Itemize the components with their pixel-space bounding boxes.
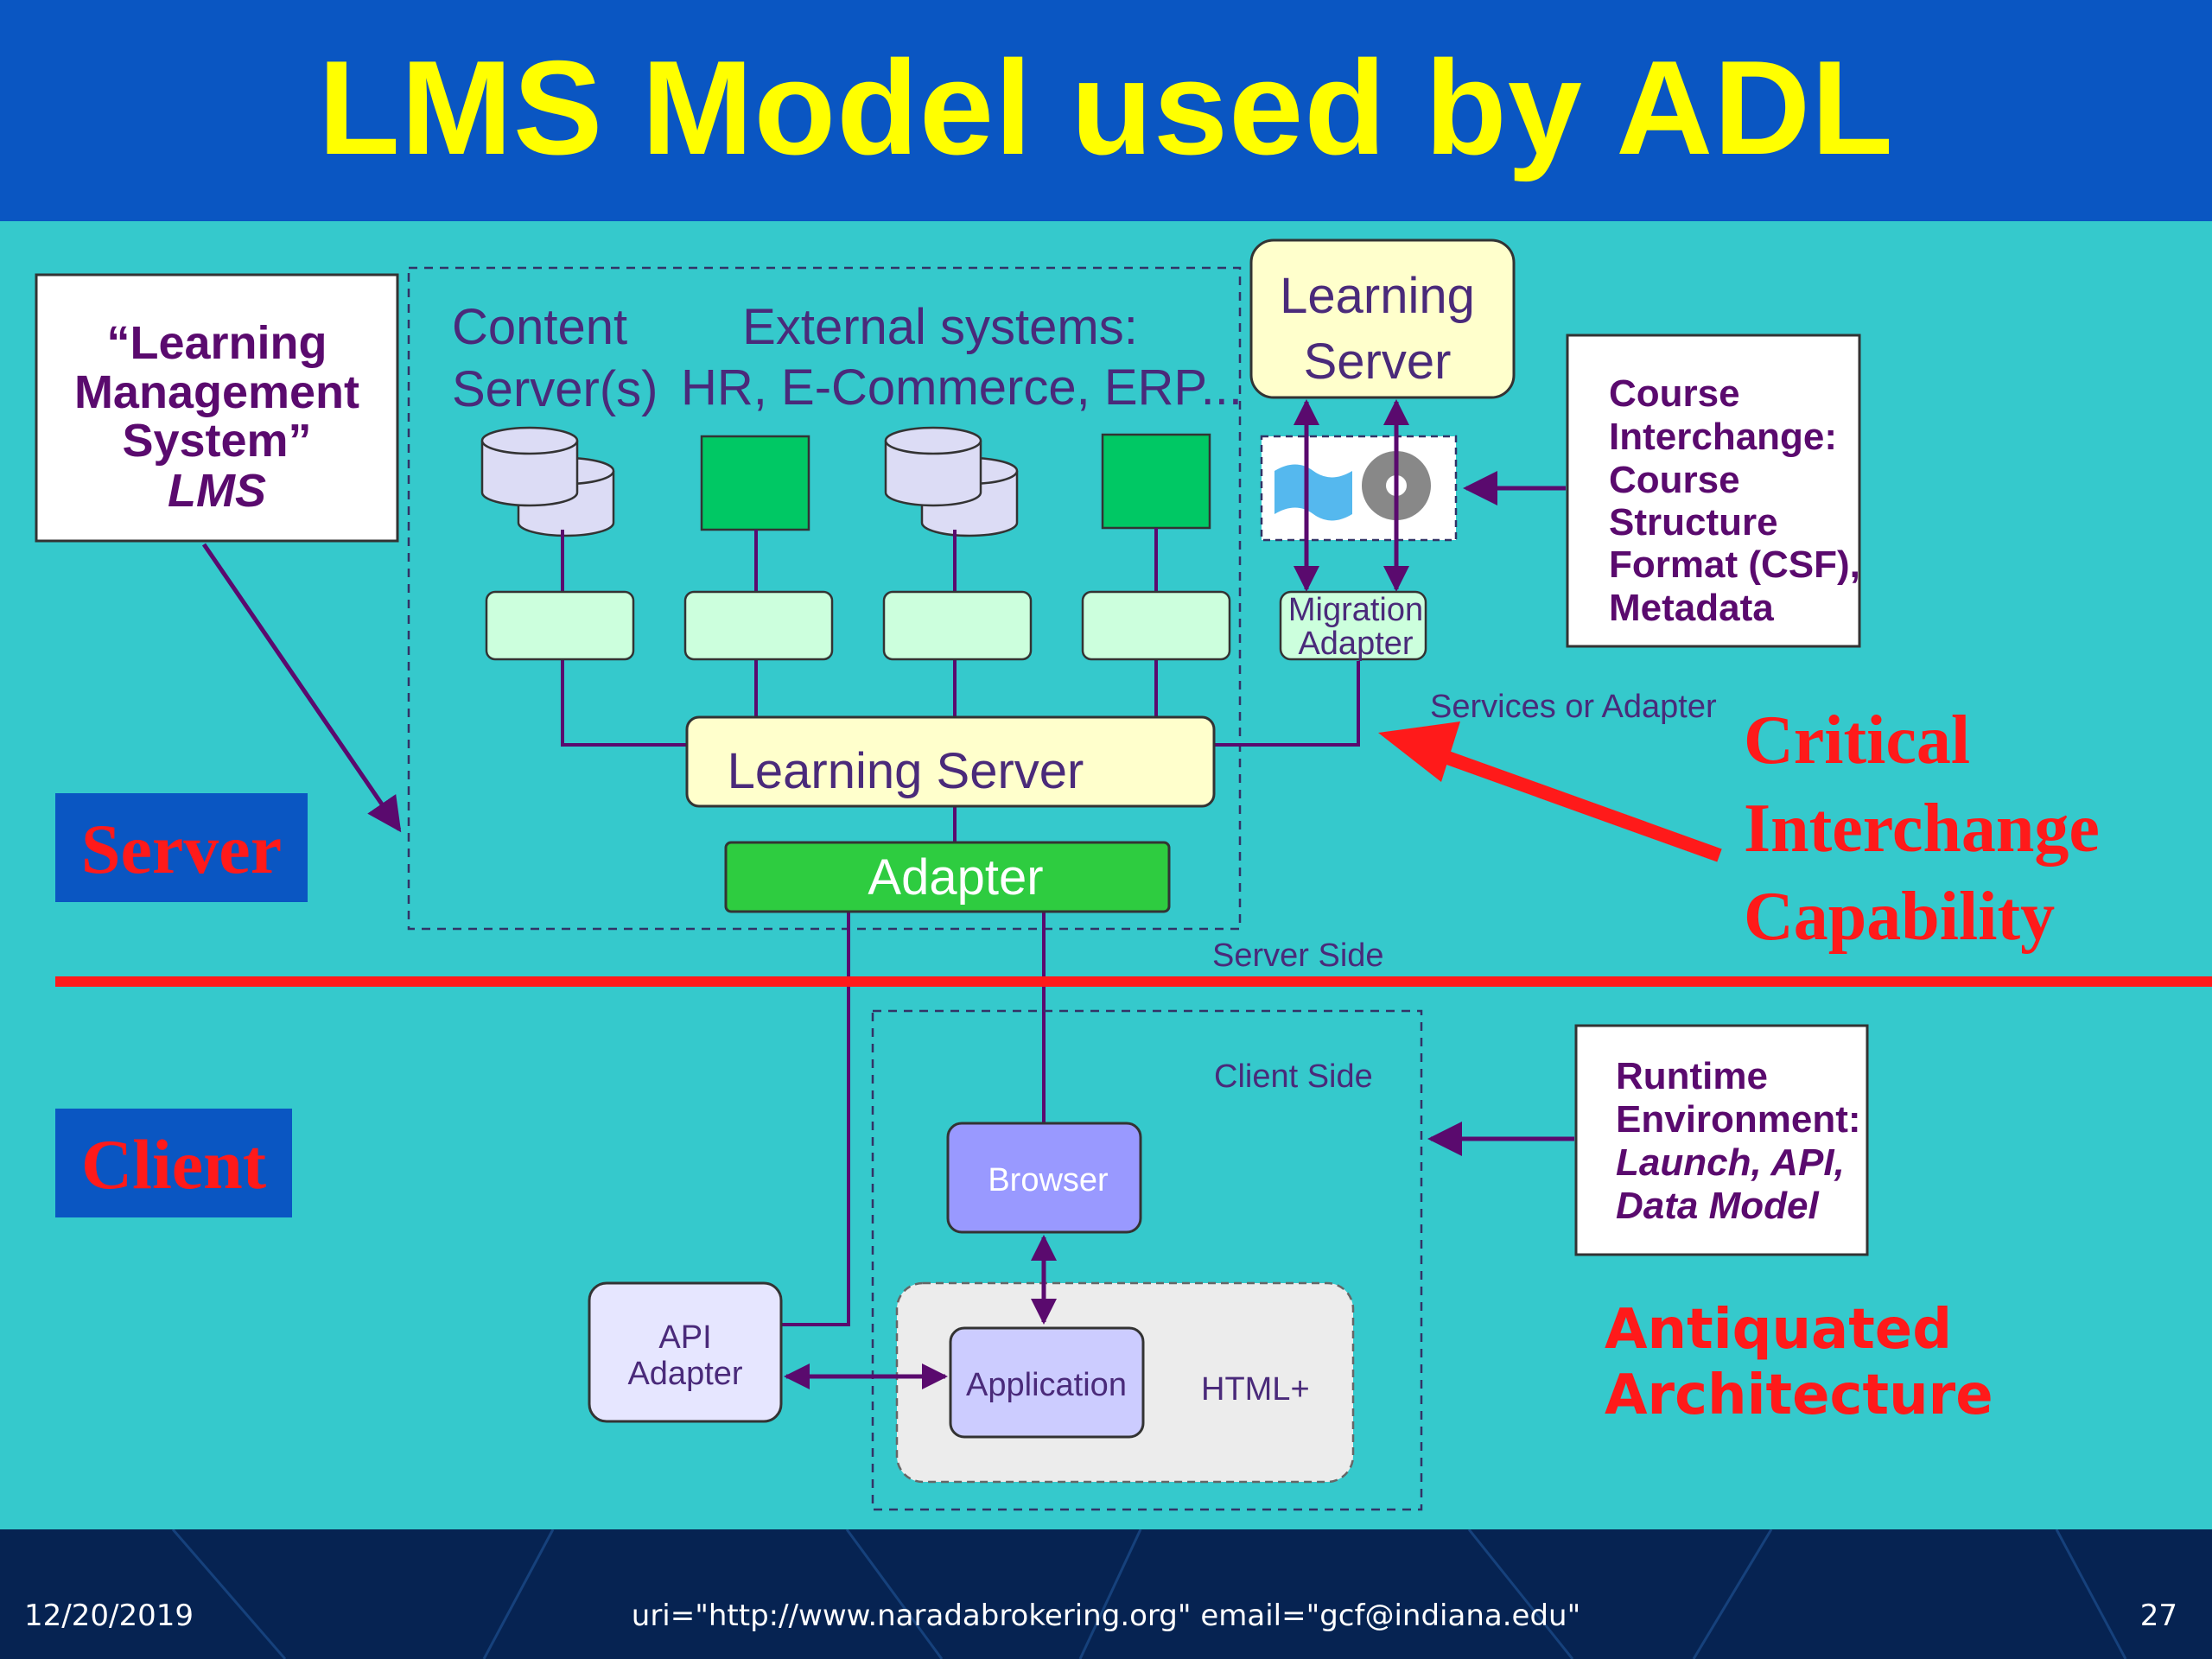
- api-adapter-box: API Adapter: [588, 1281, 783, 1423]
- critical-line2: Interchange: [1744, 791, 2100, 867]
- critical-line3: Capability: [1744, 879, 2055, 955]
- connector-box: [683, 590, 834, 661]
- connector-box: [882, 590, 1033, 661]
- server-client-divider: [55, 976, 2212, 987]
- runtime-line3: Launch, API,: [1616, 1141, 1845, 1184]
- server-label: Server: [81, 810, 282, 888]
- critical-arrow: [1378, 721, 1722, 862]
- course-interchange-box: Course Interchange: Course Structure For…: [1566, 334, 1861, 648]
- lms-line1: “Learning: [106, 317, 327, 369]
- course-line2: Interchange:: [1609, 416, 1837, 458]
- client-label: Client: [81, 1125, 266, 1204]
- course-line4: Structure: [1609, 501, 1778, 543]
- runtime-line2: Environment:: [1616, 1098, 1861, 1141]
- footer-uri: uri="http://www.naradabrokering.org" ema…: [631, 1599, 1581, 1633]
- lms-box: “Learning Management System” LMS: [35, 273, 399, 543]
- footer-pattern: [171, 1529, 2127, 1659]
- runtime-box: Runtime Environment: Launch, API, Data M…: [1574, 1024, 1869, 1256]
- antiquated-line2: Architecture: [1605, 1363, 1993, 1427]
- services-or-adapter-label: Services or Adapter: [1430, 689, 1717, 725]
- adapter-box: Adapter: [724, 841, 1171, 913]
- database-icon: [480, 426, 615, 537]
- database-icon: [884, 426, 1019, 537]
- connector-box: [485, 590, 635, 661]
- course-line6: Metadata: [1609, 587, 1774, 629]
- browser-label: Browser: [988, 1162, 1109, 1198]
- lms-line3: System”: [122, 415, 311, 467]
- lms-pointer-arrow: [201, 543, 402, 833]
- runtime-line1: Runtime: [1616, 1055, 1768, 1097]
- title-bar: LMS Model used by ADL: [0, 0, 2212, 221]
- client-label-box: Client: [55, 1109, 292, 1217]
- application-label: Application: [966, 1367, 1127, 1403]
- migration-adapter-line1: Migration: [1288, 592, 1423, 628]
- migration-adapter: Migration Adapter: [1279, 590, 1427, 662]
- api-adapter-line1: API: [658, 1319, 711, 1356]
- course-line1: Course: [1609, 372, 1740, 415]
- connector-box: [1081, 590, 1231, 661]
- content-servers-line2: Server(s): [452, 361, 658, 417]
- learning-server-main: Learning Server: [685, 715, 1216, 808]
- learning-server-top-line2: Server: [1304, 334, 1452, 390]
- footer-page-number: 27: [2139, 1599, 2177, 1633]
- client-region: [871, 1009, 1423, 1511]
- lms-line4: LMS: [168, 465, 266, 517]
- footer: [0, 1529, 2212, 1659]
- footer-date: 12/20/2019: [24, 1599, 194, 1633]
- html-plus-label: HTML+: [1201, 1371, 1310, 1408]
- external-system-block: [700, 435, 810, 531]
- course-line3: Course: [1609, 459, 1740, 501]
- server-side-label: Server Side: [1212, 938, 1384, 974]
- antiquated-line1: Antiquated: [1605, 1298, 1952, 1362]
- learning-server-label: Learning Server: [728, 743, 1084, 799]
- connector-lines: [561, 528, 1360, 1326]
- browser-box: Browser: [946, 1122, 1142, 1234]
- learning-server-top: Learning Server: [1249, 238, 1516, 399]
- slide-title: LMS Model used by ADL: [318, 33, 1894, 182]
- client-side-label: Client Side: [1214, 1058, 1373, 1095]
- api-adapter-line2: Adapter: [627, 1356, 742, 1392]
- learning-server-top-line1: Learning: [1280, 268, 1475, 324]
- critical-line1: Critical: [1744, 702, 1970, 779]
- application-box: Application: [949, 1326, 1145, 1439]
- server-label-box: Server: [55, 793, 308, 902]
- lms-line2: Management: [74, 366, 359, 418]
- content-servers-line1: Content: [452, 299, 627, 355]
- course-line5: Format (CSF),: [1609, 543, 1860, 586]
- migration-adapter-line2: Adapter: [1298, 626, 1413, 662]
- external-system-block: [1101, 433, 1211, 530]
- runtime-line4: Data Model: [1616, 1185, 1819, 1227]
- external-systems-line2: HR, E-Commerce, ERP...: [681, 359, 1243, 416]
- external-systems-line1: External systems:: [742, 299, 1138, 355]
- adapter-label: Adapter: [868, 849, 1043, 906]
